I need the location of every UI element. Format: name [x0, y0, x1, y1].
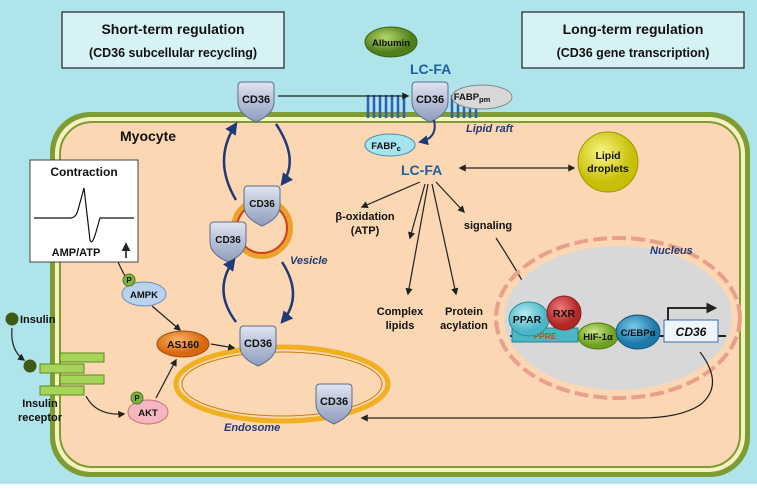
fabp-pm — [451, 84, 513, 110]
protein-acylation-label-2: acylation — [440, 320, 488, 332]
protein-acylation-label-1: Protein — [445, 306, 483, 318]
receptor-to-akt-arrow — [85, 395, 126, 418]
akt-phospho — [130, 391, 144, 405]
rxr-label: RXR — [553, 308, 576, 320]
long-term-box: Long-term regulation (CD36 gene transcri… — [521, 11, 745, 69]
svg-text:CD36: CD36 — [242, 94, 270, 106]
expression-arrow — [360, 351, 713, 422]
insulin-binding-arrow — [11, 327, 26, 361]
lcfa-extracellular-label: LC-FA — [410, 61, 451, 77]
albumin-label: Albumin — [372, 38, 410, 49]
akt-to-as160-arrow — [155, 358, 177, 399]
cd36-gene-label: CD36 — [676, 325, 707, 339]
short-term-subtitle: (CD36 subcellular recycling) — [89, 46, 257, 60]
lcfa-fate-arrows — [360, 181, 465, 296]
akt-label: AKT — [138, 408, 158, 419]
ppre-label: PPRE — [533, 331, 556, 341]
contraction-box: Contraction AMP/ATP — [29, 159, 139, 263]
ampk — [121, 281, 167, 307]
transcription-start-arrow — [667, 302, 718, 320]
rxr — [546, 295, 582, 331]
insulin-molecule — [5, 312, 19, 326]
cd36-endosome-membrane: CD36 — [315, 383, 353, 425]
long-term-title: Long-term regulation — [563, 21, 704, 37]
complex-lipids-label-2: lipids — [386, 320, 415, 332]
albumin — [364, 26, 418, 58]
signaling-label: signaling — [464, 220, 512, 232]
hif-1a-label: HIF-1α — [583, 332, 613, 343]
akt — [127, 399, 169, 425]
action-potential-trace — [34, 187, 134, 243]
svg-text:CD36: CD36 — [215, 235, 241, 246]
akt-phospho-label: P — [134, 394, 140, 403]
lipid-raft-label: Lipid raft — [466, 123, 514, 135]
nucleus-label: Nucleus — [650, 245, 693, 257]
endosome — [173, 344, 391, 424]
cd36-gene — [663, 319, 719, 343]
contraction-label: Contraction — [50, 165, 117, 179]
cd36-vesicle-top: CD36 — [243, 185, 281, 227]
svg-text:CD36: CD36 — [244, 338, 272, 350]
beta-oxidation-label-1: β-oxidation — [335, 211, 395, 223]
ampk-label: AMPK — [130, 290, 158, 301]
ampk-phospho — [122, 273, 136, 287]
myocyte-label: Myocyte — [120, 128, 176, 144]
svg-text:CD36: CD36 — [416, 94, 444, 106]
as160-to-endosome-arrow — [210, 343, 236, 351]
fabp-c-label: FABPc — [371, 141, 401, 153]
vesicle-label: Vesicle — [290, 255, 328, 267]
ppar-label: PPAR — [513, 314, 542, 326]
cd36-endosome: CD36 — [239, 325, 277, 367]
svg-text:CD36: CD36 — [320, 396, 348, 408]
ampk-to-as160-arrow — [151, 305, 182, 331]
nuclear-envelope — [494, 236, 742, 400]
as160 — [156, 330, 210, 358]
cd36-vesicle-left: CD36 — [209, 221, 247, 263]
lipid-droplets-label-2: droplets — [587, 163, 629, 175]
short-term-box: Short-term regulation (CD36 subcellular … — [61, 11, 285, 69]
as160-label: AS160 — [167, 339, 199, 351]
recycling-arrows — [222, 121, 295, 324]
fabp-c — [364, 133, 416, 157]
lipid-droplets-label-1: Lipid — [595, 150, 620, 162]
cebp-alpha — [615, 314, 661, 350]
complex-lipids-label-1: Complex — [377, 306, 424, 318]
fabp-pm-label: FABPpm — [454, 92, 491, 104]
cebp-alpha-label: C/EBPα — [621, 328, 656, 339]
bound-insulin — [23, 359, 37, 373]
insulin-label: Insulin — [20, 314, 56, 326]
lipid-droplets — [577, 131, 639, 193]
long-term-subtitle: (CD36 gene transcription) — [557, 46, 710, 60]
cd36-surface: CD36 — [237, 81, 275, 123]
endosome-label: Endosome — [224, 422, 280, 434]
lcfa-uptake-arrow — [418, 119, 436, 146]
cd36-membrane: CD36 — [411, 81, 449, 123]
amp-atp-label: AMP/ATP — [52, 247, 101, 259]
beta-oxidation-label-2: (ATP) — [351, 225, 380, 237]
short-term-title: Short-term regulation — [101, 21, 244, 37]
ampk-phospho-label: P — [126, 276, 132, 285]
insulin-receptor-label-1: Insulin — [22, 398, 58, 410]
svg-text:CD36: CD36 — [249, 199, 275, 210]
nucleus — [504, 246, 732, 390]
lcfa-intracellular-label: LC-FA — [401, 162, 442, 178]
insulin-receptor-label-2: receptor — [18, 412, 63, 424]
insulin-receptor — [39, 352, 105, 396]
